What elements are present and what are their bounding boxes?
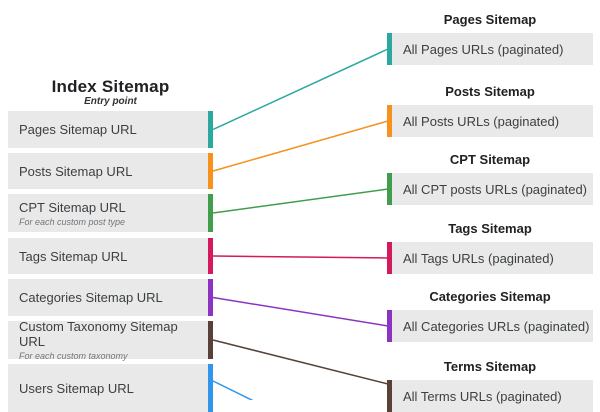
- left-item-label: CPT Sitemap URL: [19, 199, 126, 215]
- right-group-title-terms-sitemap: Terms Sitemap: [443, 359, 537, 374]
- connector-pages-sitemap-url: [212, 48, 389, 131]
- color-edge-bar: [208, 321, 213, 359]
- left-item-note: For each custom taxonomy: [19, 351, 128, 361]
- left-item-label: Users Sitemap URL: [19, 380, 134, 396]
- right-box-terms-sitemap: All Terms URLs (paginated): [387, 380, 593, 412]
- connector-tags-sitemap-url: [212, 255, 389, 259]
- right-group-title-cpt-sitemap: CPT Sitemap: [449, 152, 531, 167]
- right-box-label: All CPT posts URLs (paginated): [403, 181, 588, 197]
- left-item-tags-sitemap-url: Tags Sitemap URL: [8, 238, 213, 274]
- right-box-label: All Terms URLs (paginated): [403, 388, 562, 404]
- right-box-categories-sitemap: All Categories URLs (paginated): [387, 310, 593, 342]
- color-edge-bar: [387, 173, 392, 205]
- connector-cpt-sitemap-url: [212, 188, 389, 214]
- right-group-title-tags-sitemap: Tags Sitemap: [448, 221, 532, 236]
- color-edge-bar: [387, 380, 392, 412]
- right-box-posts-sitemap: All Posts URLs (paginated): [387, 105, 593, 137]
- connector-categories-sitemap-url: [212, 296, 389, 327]
- left-item-label: Categories Sitemap URL: [19, 290, 163, 305]
- right-box-label: All Tags URLs (paginated): [403, 250, 554, 266]
- right-box-cpt-sitemap: All CPT posts URLs (paginated): [387, 173, 593, 205]
- color-edge-bar: [208, 153, 213, 189]
- right-group-title-pages-sitemap: Pages Sitemap: [443, 12, 537, 27]
- left-item-label: Custom Taxonomy Sitemap URL: [19, 319, 178, 349]
- sitemap-structure-diagram: Index Sitemap Entry point Pages Sitemap …: [8, 12, 593, 412]
- right-group-title-posts-sitemap: Posts Sitemap: [445, 84, 535, 99]
- color-edge-bar: [208, 238, 213, 274]
- left-item-label: Tags Sitemap URL: [19, 248, 128, 264]
- left-item-users-sitemap-url: Users Sitemap URL: [8, 364, 213, 412]
- right-box-label: All Pages URLs (paginated): [403, 41, 564, 57]
- right-box-tags-sitemap: All Tags URLs (paginated): [387, 242, 593, 274]
- right-box-label: All Posts URLs (paginated): [403, 113, 560, 129]
- left-item-pages-sitemap-url: Pages Sitemap URL: [8, 111, 213, 148]
- color-edge-bar: [387, 105, 392, 137]
- connector-users-sitemap-url: [212, 380, 254, 400]
- color-edge-bar: [387, 33, 392, 65]
- index-sitemap-title: Index Sitemap: [51, 77, 170, 96]
- right-group-title-categories-sitemap: Categories Sitemap: [429, 289, 551, 304]
- color-edge-bar: [387, 242, 392, 274]
- color-edge-bar: [208, 111, 213, 148]
- left-item-custom-taxonomy-sitemap-url: Custom Taxonomy Sitemap URL For each cust…: [8, 319, 213, 361]
- right-box-pages-sitemap: All Pages URLs (paginated): [387, 33, 593, 65]
- color-edge-bar: [208, 194, 213, 232]
- left-item-note: For each custom post type: [19, 216, 126, 227]
- color-edge-bar: [208, 364, 213, 412]
- connector-custom-taxonomy-sitemap-url: [212, 339, 389, 385]
- color-edge-bar: [387, 310, 392, 342]
- color-edge-bar: [208, 279, 213, 316]
- right-box-label: All Categories URLs (paginated): [403, 318, 590, 334]
- left-item-categories-sitemap-url: Categories Sitemap URL: [8, 279, 213, 316]
- index-sitemap-subtitle: Entry point: [84, 96, 137, 107]
- left-item-label: Posts Sitemap URL: [19, 163, 133, 179]
- left-item-posts-sitemap-url: Posts Sitemap URL: [8, 153, 213, 189]
- connector-posts-sitemap-url: [212, 120, 389, 172]
- left-item-label: Pages Sitemap URL: [19, 122, 137, 137]
